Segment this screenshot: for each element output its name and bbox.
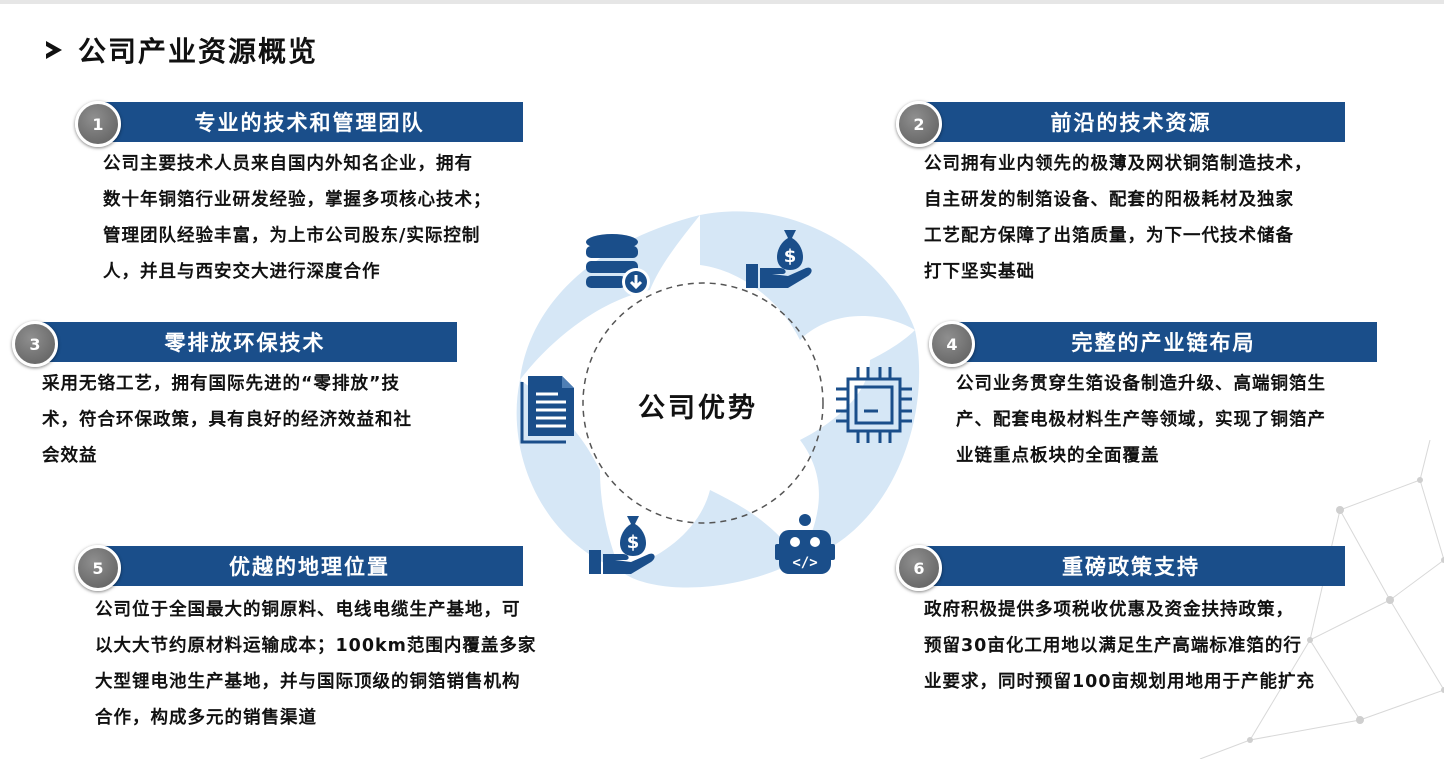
chip-icon xyxy=(836,367,912,443)
page-title-text: 公司产业资源概览 xyxy=(78,35,319,68)
section-2-title: 前沿的技术资源 xyxy=(1050,111,1212,135)
section-2-badge: 2 xyxy=(896,101,942,147)
section-3-title: 零排放环保技术 xyxy=(164,331,326,355)
svg-text:</>: </> xyxy=(792,555,817,571)
section-4-badge: 4 xyxy=(929,321,975,367)
section-4-title: 完整的产业链布局 xyxy=(1071,331,1256,355)
section-3-badge: 3 xyxy=(12,321,58,367)
section-1-header: 专业的技术和管理团队 xyxy=(96,102,523,142)
document-icon xyxy=(520,376,574,444)
section-6-body: 政府积极提供多项税收优惠及资金扶持政策， 预留30亩化工用地以满足生产高端标准箔… xyxy=(924,600,1316,692)
svg-text:$: $ xyxy=(627,532,640,553)
section-6-badge: 6 xyxy=(896,545,942,591)
money-bag-hand-icon: $ xyxy=(589,516,655,574)
section-1-badge: 1 xyxy=(75,101,121,147)
section-4-header: 完整的产业链布局 xyxy=(950,322,1377,362)
section-5-header: 优越的地理位置 xyxy=(96,546,523,586)
section-6-title: 重磅政策支持 xyxy=(1062,555,1200,579)
section-5-badge: 5 xyxy=(75,545,121,591)
database-download-icon xyxy=(586,234,650,296)
section-5-body: 公司位于全国最大的铜原料、电线电缆生产基地，可 以大大节约原材料运输成本；100… xyxy=(95,600,537,728)
section-4-body: 公司业务贯穿生箔设备制造升级、高端铜箔生 产、配套电极材料生产等领域，实现了铜箔… xyxy=(956,374,1326,466)
top-border xyxy=(0,0,1444,4)
section-3-body: 采用无铬工艺，拥有国际先进的“零排放”技 术，符合环保政策，具有良好的经济效益和… xyxy=(42,374,412,466)
section-5-title: 优越的地理位置 xyxy=(229,555,390,579)
center-dashed-ring xyxy=(582,282,824,524)
svg-text:$: $ xyxy=(784,246,797,267)
section-6-header: 重磅政策支持 xyxy=(917,546,1345,586)
section-1-title: 专业的技术和管理团队 xyxy=(194,111,425,135)
money-bag-hand-icon: $ xyxy=(746,230,812,288)
robot-code-icon: </> xyxy=(775,514,835,574)
section-3-header: 零排放环保技术 xyxy=(33,322,457,362)
network-decoration xyxy=(1199,440,1444,759)
bullet-arrow-icon xyxy=(46,41,62,59)
section-1-body: 公司主要技术人员来自国内外知名企业，拥有 数十年铜箔行业研发经验，掌握多项核心技… xyxy=(103,154,492,282)
page-title: 公司产业资源概览 xyxy=(46,30,318,70)
center-label: 公司优势 xyxy=(638,393,758,424)
section-2-body: 公司拥有业内领先的极薄及网状铜箔制造技术， 自主研发的制箔设备、配套的阳极耗材及… xyxy=(924,154,1313,282)
section-2-header: 前沿的技术资源 xyxy=(917,102,1345,142)
